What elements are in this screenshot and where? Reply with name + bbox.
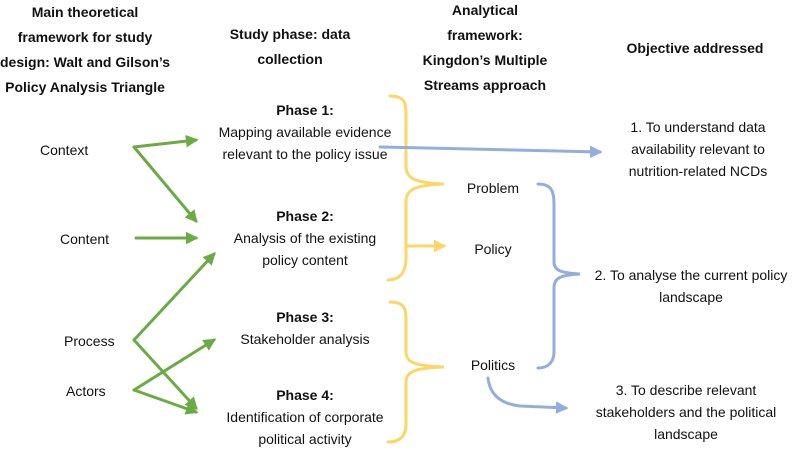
stream-politics: Politics [470,357,516,373]
brace-streams-objective2 [536,182,581,370]
phase-line: Mapping available evidence [218,124,392,140]
yellow-braces [386,94,447,444]
triangle-context: Context [40,142,89,158]
header-analytical-line: Analytical [451,2,519,18]
header-analytical-line: Streams approach [423,77,547,93]
objective-line: landscape [654,426,718,442]
header-framework-line: design: Walt and Gilson’s [0,54,171,70]
phase-3: Phase 3: Stakeholder analysis [190,306,420,350]
triangle-actors: Actors [66,383,106,399]
arrow-process-phase4 [132,338,198,410]
header-framework: Main theoretical framework for study des… [0,0,170,100]
stream-policy: Policy [474,241,512,257]
objective-line: availability relevant to [631,141,765,157]
triangle-process: Process [64,333,115,349]
green-arrows [132,134,217,415]
header-objective-line: Objective addressed [626,40,764,56]
arrow-phase1-objective1 [378,145,603,159]
header-study-phase-line: Study phase: data [229,26,351,42]
objective-line: stakeholders and the political [595,404,777,420]
arrow-politics-objective3 [486,376,569,414]
phase-1: Phase 1: Mapping available evidence rele… [190,99,420,165]
header-study-phase-line: collection [257,51,323,67]
arrow-actors-phase3 [132,338,217,392]
arrow-actors-phase4 [132,388,199,415]
phase-title: Phase 3: [276,309,334,325]
objective-line: 3. To describe relevant [615,382,757,398]
arrow-process-phase2 [132,252,216,342]
brace-phase1-2 [386,94,445,282]
objective-line: 1. To understand data [630,119,766,135]
phase-line: Identification of corporate [226,409,384,425]
stream-problem: Problem [466,180,520,196]
objective-line: landscape [659,289,723,305]
phase-2: Phase 2: Analysis of the existing policy… [190,205,420,271]
phase-title: Phase 4: [276,387,334,403]
phase-line: relevant to the policy issue [222,146,388,162]
header-analytical-line: Kingdon’s Multiple [422,52,548,68]
header-framework-line: Main theoretical [31,4,139,20]
blue-arrows [378,145,603,414]
triangle-content: Content [60,231,110,247]
objective-3: 3. To describe relevant stakeholders and… [576,379,796,445]
header-objective: Objective addressed [600,36,790,61]
header-analytical-line: framework: [447,27,523,43]
phase-title: Phase 1: [276,102,334,118]
brace-phase3-4 [386,300,445,444]
header-framework-line: framework for study [17,29,153,45]
header-framework-line: Policy Analysis Triangle [5,79,165,95]
objective-2: 2. To analyse the current policy landsca… [582,264,800,308]
phase-line: Analysis of the existing [233,230,377,246]
phase-line: Stakeholder analysis [240,331,370,347]
arrow-context-phase1 [132,134,199,149]
phase-4: Phase 4: Identification of corporate pol… [190,384,420,450]
arrow-context-phase2 [132,145,198,223]
phase-title: Phase 2: [276,208,334,224]
objective-line: 2. To analyse the current policy [594,267,788,283]
phase-line: political activity [258,431,352,447]
objective-line: nutrition-related NCDs [628,163,768,179]
header-analytical: Analytical framework: Kingdon’s Multiple… [405,0,565,98]
objective-1: 1. To understand data availability relev… [598,116,798,182]
phase-line: policy content [262,252,348,268]
header-study-phase: Study phase: data collection [215,22,365,72]
